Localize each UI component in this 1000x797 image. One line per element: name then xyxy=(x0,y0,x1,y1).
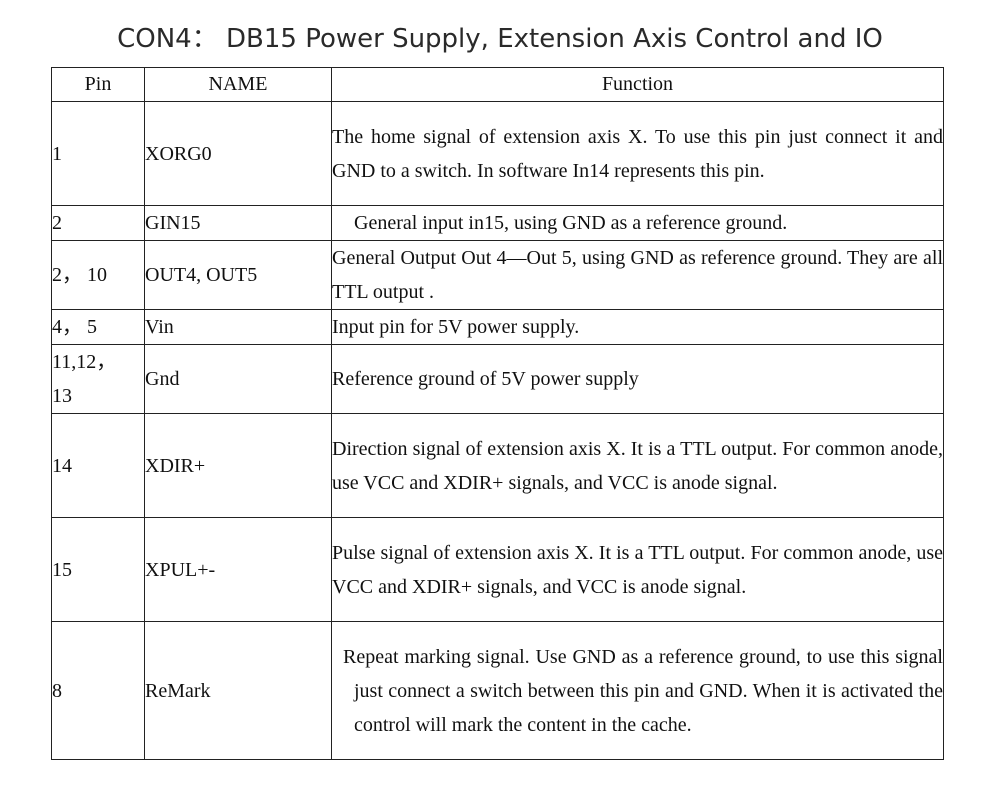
function-cell: General input in15, using GND as a refer… xyxy=(331,205,944,241)
table-row: 2 GIN15 General input in15, using GND as… xyxy=(51,205,944,241)
pin-cell: 11,12，13 xyxy=(51,344,145,414)
pin-cell: 8 xyxy=(51,621,145,760)
name-cell: ReMark xyxy=(144,621,332,760)
name-cell: XDIR+ xyxy=(144,413,332,518)
name-cell: Gnd xyxy=(144,344,332,414)
name-cell: XPUL+- xyxy=(144,517,332,622)
table-row: 4， 5 Vin Input pin for 5V power supply. xyxy=(51,309,944,345)
pin-table: Pin NAME Function 1 XORG0 The home signa… xyxy=(51,67,944,760)
pin-cell: 14 xyxy=(51,413,145,518)
pin-cell: 2 xyxy=(51,205,145,241)
column-header-name: NAME xyxy=(144,67,332,102)
table-row: 2， 10 OUT4, OUT5 General Output Out 4—Ou… xyxy=(51,240,944,310)
name-cell: GIN15 xyxy=(144,205,332,241)
table-row: 8 ReMark Repeat marking signal. Use GND … xyxy=(51,621,944,760)
column-header-pin: Pin xyxy=(51,67,145,102)
table-row: 1 XORG0 The home signal of extension axi… xyxy=(51,101,944,206)
pin-cell: 15 xyxy=(51,517,145,622)
pin-cell: 1 xyxy=(51,101,145,206)
function-cell: The home signal of extension axis X. To … xyxy=(331,101,944,206)
function-cell: General Output Out 4—Out 5, using GND as… xyxy=(331,240,944,310)
name-cell: OUT4, OUT5 xyxy=(144,240,332,310)
page-title: CON4： DB15 Power Supply, Extension Axis … xyxy=(117,24,883,54)
pin-cell: 4， 5 xyxy=(51,309,145,345)
name-cell: XORG0 xyxy=(144,101,332,206)
function-cell: Direction signal of extension axis X. It… xyxy=(331,413,944,518)
column-header-function: Function xyxy=(331,67,944,102)
pin-cell: 2， 10 xyxy=(51,240,145,310)
function-cell: Reference ground of 5V power supply xyxy=(331,344,944,414)
table-row: 15 XPUL+- Pulse signal of extension axis… xyxy=(51,517,944,622)
name-cell: Vin xyxy=(144,309,332,345)
function-cell: Pulse signal of extension axis X. It is … xyxy=(331,517,944,622)
function-cell: Repeat marking signal. Use GND as a refe… xyxy=(331,621,944,760)
table-row: 11,12，13 Gnd Reference ground of 5V powe… xyxy=(51,344,944,414)
table-header-row: Pin NAME Function xyxy=(51,67,944,102)
table-row: 14 XDIR+ Direction signal of extension a… xyxy=(51,413,944,518)
function-cell: Input pin for 5V power supply. xyxy=(331,309,944,345)
